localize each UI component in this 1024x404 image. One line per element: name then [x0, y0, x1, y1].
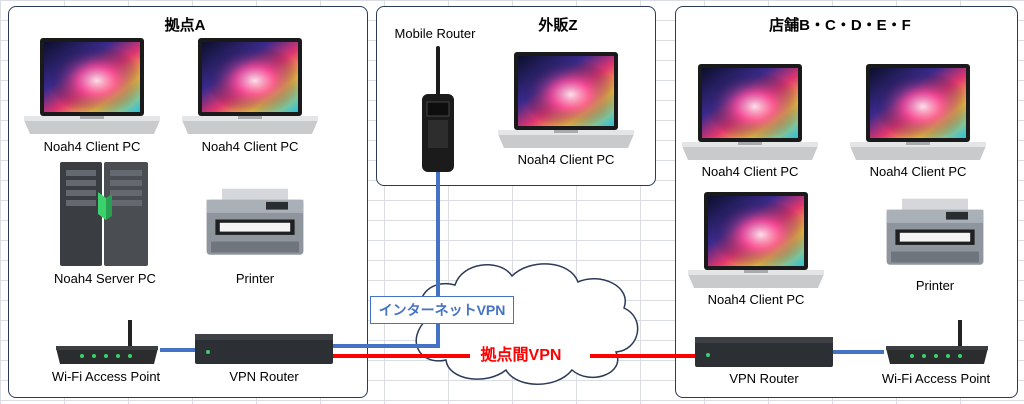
wifi-ap-label: Wi-Fi Access Point	[51, 369, 161, 384]
stores-title: 店舗B・C・D・E・F	[769, 17, 911, 34]
client-pc-label: Noah4 Client PC	[701, 164, 799, 179]
server-pc-label: Noah4 Server PC	[54, 271, 156, 286]
laptop-icon	[680, 62, 820, 162]
mobile-router-icon	[418, 46, 458, 176]
site-a-title: 拠点A	[164, 17, 206, 34]
laptop-icon	[180, 36, 320, 136]
site-vpn-label: 拠点間VPN	[480, 347, 562, 364]
mobile-router-label: Mobile Router	[394, 26, 476, 41]
laptop-icon	[22, 36, 162, 136]
printer-icon	[200, 186, 310, 264]
internet-link-mobile	[330, 172, 440, 348]
printer-label: Printer	[915, 278, 955, 293]
client-pc-label: Noah4 Client PC	[517, 152, 615, 167]
wifi-ap-label: Wi-Fi Access Point	[881, 371, 991, 386]
printer-icon	[880, 196, 990, 274]
client-pc-label: Noah4 Client PC	[43, 139, 141, 154]
vpn-router-icon	[694, 335, 834, 369]
vpn-router-label: VPN Router	[729, 371, 799, 386]
laptop-icon	[496, 50, 636, 150]
server-icon	[54, 158, 154, 268]
internet-cloud	[415, 263, 639, 385]
printer-label: Printer	[235, 271, 275, 286]
client-pc-label: Noah4 Client PC	[707, 292, 805, 307]
vpn-router-label: VPN Router	[229, 369, 299, 384]
sales-z-title: 外販Z	[538, 17, 578, 34]
wifi-access-point-icon	[882, 320, 992, 370]
client-pc-label: Noah4 Client PC	[869, 164, 967, 179]
wifi-access-point-icon	[52, 320, 162, 370]
laptop-icon	[686, 190, 826, 290]
client-pc-label: Noah4 Client PC	[201, 139, 299, 154]
internet-vpn-label: インターネットVPN	[370, 296, 514, 324]
laptop-icon	[848, 62, 988, 162]
vpn-router-icon	[194, 332, 334, 366]
